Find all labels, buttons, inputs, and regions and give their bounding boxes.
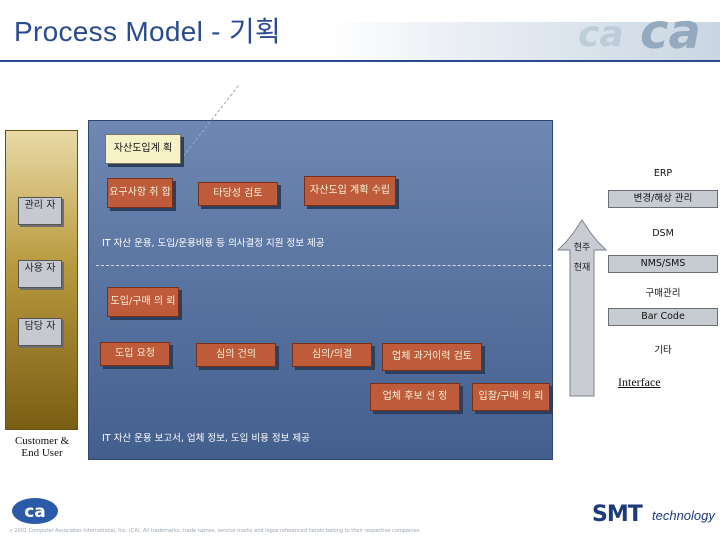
smt-logo-word: SMT	[592, 502, 643, 527]
role-staff: 담당 자	[18, 318, 62, 346]
box-vendor-select: 업체 후보 선 정	[370, 383, 460, 411]
smt-logo-tech: technology	[652, 508, 715, 523]
box-intro-purchase: 도입/구매 의 뢰	[107, 287, 179, 317]
arrow-label-bottom: 현재	[574, 262, 591, 273]
box-review-request: 심의 건의	[196, 343, 276, 367]
copyright-text: c 2001 Computer Associates International…	[10, 528, 421, 534]
smt-logo: SMT technology	[592, 496, 715, 530]
header-ca-logo: ca	[640, 4, 701, 60]
box-feasibility: 타당성 검토	[198, 182, 278, 206]
interface-label: Interface	[618, 375, 661, 389]
role-user: 사용 자	[18, 260, 62, 288]
label-erp: ERP	[653, 168, 673, 179]
label-dsm: DSM	[652, 228, 674, 239]
box-nms: NMS/SMS	[608, 255, 718, 273]
header-decor-band	[330, 22, 720, 60]
box-asset-plan: 자산도입계 획	[105, 134, 181, 164]
flow-arrow-icon: 현주 현재	[556, 219, 608, 397]
role-manager: 관리 자	[18, 197, 62, 225]
header-divider	[0, 60, 720, 62]
ca-footer-logo-icon: ca	[12, 498, 58, 524]
box-vendor-history: 업체 과거이력 검토	[382, 343, 482, 371]
label-other: 기타	[654, 345, 672, 356]
box-review-decision: 심의/의결	[292, 343, 372, 367]
header-ca-logo-faint: ca	[578, 14, 624, 55]
box-barcode: Bar Code	[608, 308, 718, 326]
box-intro-request: 도입 요청	[100, 342, 170, 366]
ca-footer-logo-text: ca	[24, 502, 46, 522]
slide-header: ca ca Process Model - 기획	[0, 0, 720, 62]
box-intro-plan: 자산도입 계획 수립	[304, 176, 396, 206]
arrow-label-top: 현주	[574, 242, 591, 253]
info-note: IT 자산 운용, 도입/운용비용 등 의사결정 지원 정보 제공	[102, 238, 325, 249]
label-purchase-mgmt: 구매관리	[645, 288, 681, 299]
dashed-divider	[96, 265, 551, 266]
customer-label: Customer & End User	[14, 435, 70, 459]
box-requirement: 요구사항 취 합	[107, 178, 173, 208]
report-note: IT 자산 운용 보고서, 업체 정보, 도입 비용 정보 제공	[102, 433, 310, 444]
box-bid-request: 입찰/구매 의 뢰	[472, 383, 550, 411]
page-title: Process Model - 기획	[14, 16, 281, 47]
box-asset-mgmt: 변경/해상 관리	[608, 190, 718, 208]
